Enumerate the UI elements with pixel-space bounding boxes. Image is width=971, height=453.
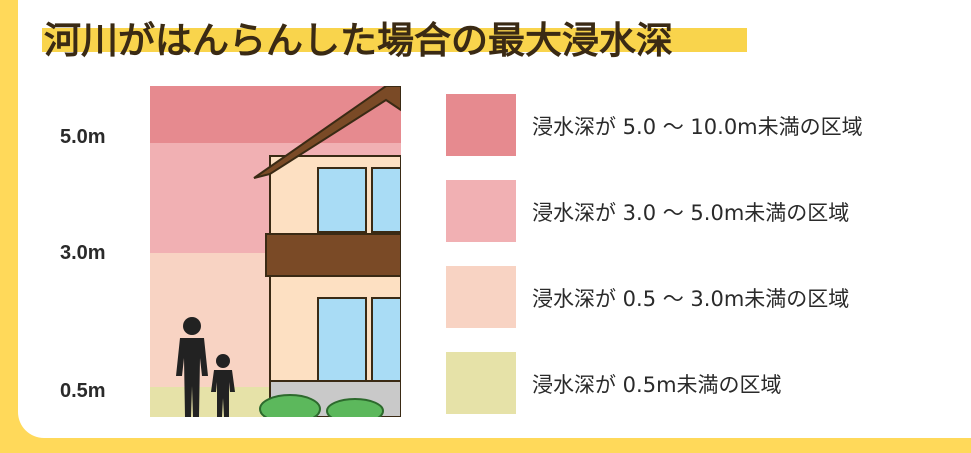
legend-item-under-05m: 浸水深が 0.5m未満の区域 <box>446 352 966 414</box>
legend-label: 浸水深が 0.5 ～ 3.0m未満の区域 <box>532 287 850 311</box>
legend-label: 浸水深が 5.0 ～ 10.0m未満の区域 <box>532 115 863 139</box>
page-title: 河川がはんらんした場合の最大浸水深 <box>44 19 673 62</box>
legend-swatch <box>446 352 516 414</box>
legend-swatch <box>446 180 516 242</box>
legend-swatch <box>446 94 516 156</box>
depth-label-5m: 5.0m <box>60 126 106 148</box>
legend-swatch <box>446 266 516 328</box>
house-icon <box>253 86 401 417</box>
depth-label-05m: 0.5m <box>60 380 106 402</box>
legend-item-05-3m: 浸水深が 0.5 ～ 3.0m未満の区域 <box>446 266 966 328</box>
content-card: 河川がはんらんした場合の最大浸水深 5.0m 3.0m 0.5m <box>18 0 971 438</box>
legend-item-5-10m: 浸水深が 5.0 ～ 10.0m未満の区域 <box>446 94 966 156</box>
shrub-icon <box>259 394 384 417</box>
depth-label-3m: 3.0m <box>60 242 106 264</box>
title-highlight <box>42 28 747 52</box>
adult-person-icon <box>176 317 208 417</box>
legend-item-3-5m: 浸水深が 3.0 ～ 5.0m未満の区域 <box>446 180 966 242</box>
legend-label: 浸水深が 3.0 ～ 5.0m未満の区域 <box>532 201 850 225</box>
child-person-icon <box>211 354 235 417</box>
flood-depth-illustration <box>150 86 401 417</box>
legend-label: 浸水深が 0.5m未満の区域 <box>532 373 782 397</box>
